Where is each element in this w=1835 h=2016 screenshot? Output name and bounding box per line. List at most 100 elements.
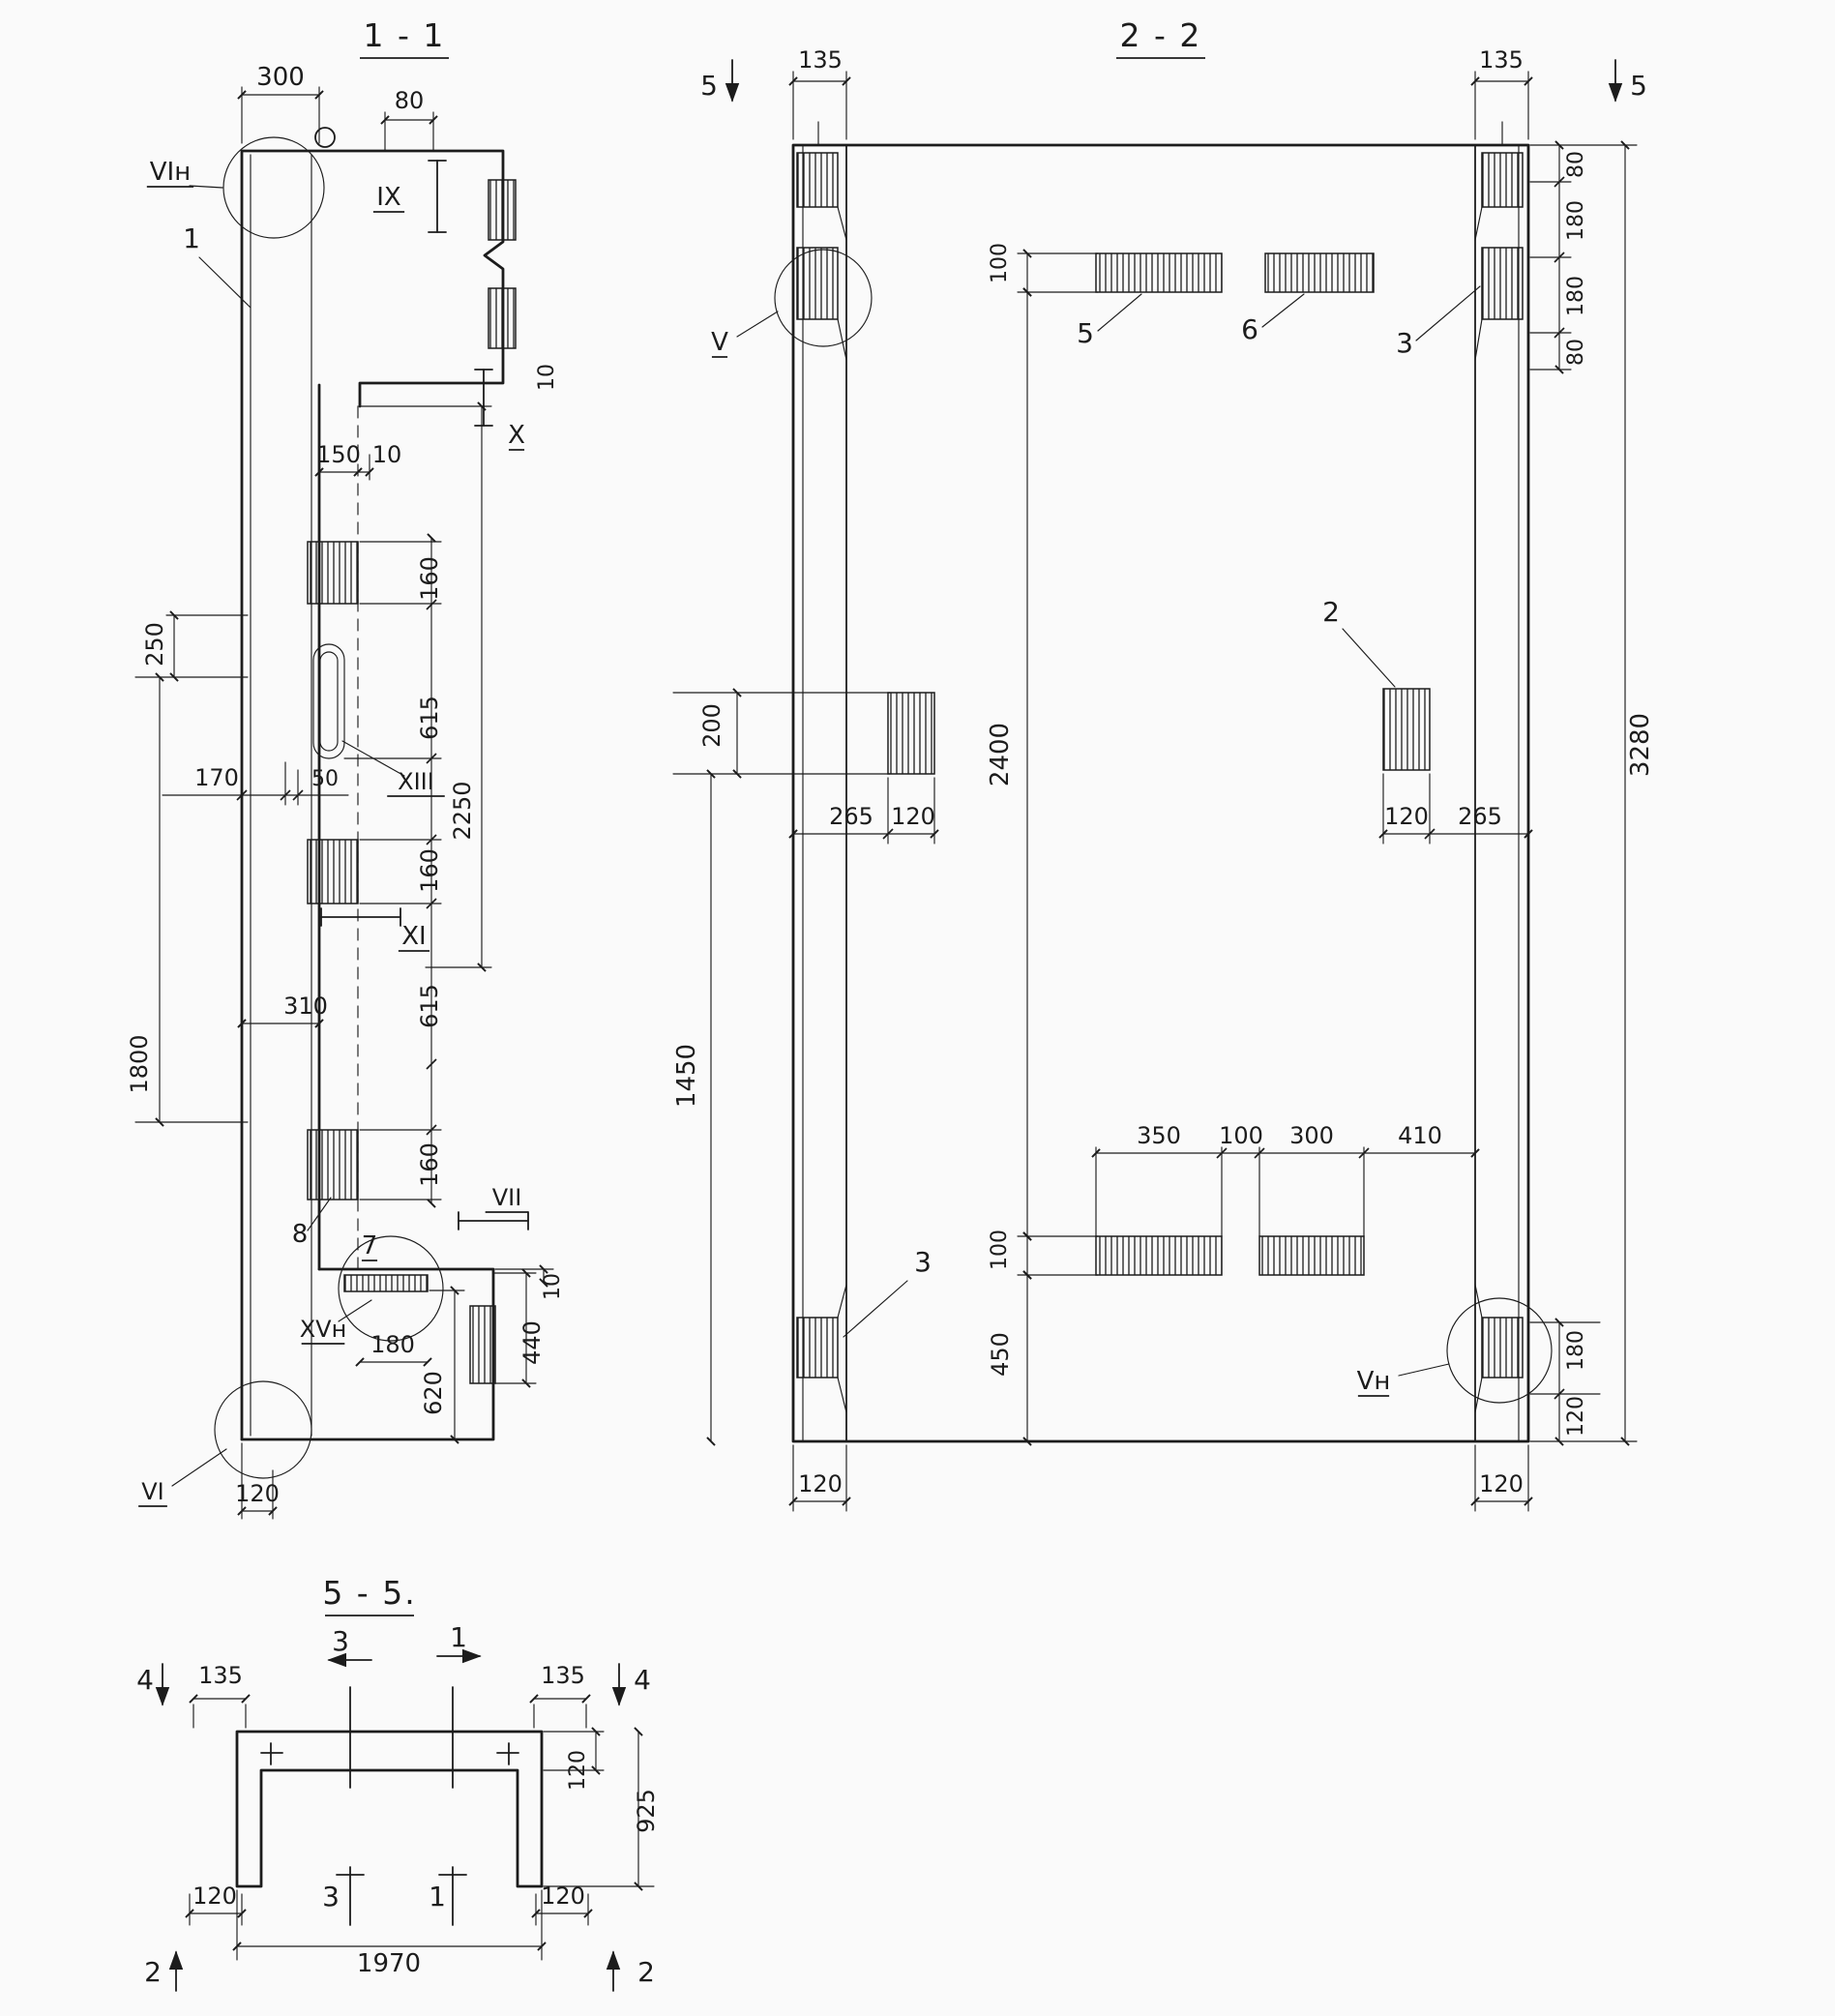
embedded-plate [307,1129,359,1201]
dim-120-mid-right: 120 [1384,803,1429,830]
dim-925: 925 [633,1789,660,1833]
dim-135-55-right: 135 [541,1662,585,1689]
extension-lines [189,1704,655,1961]
corner-anchor-marks [260,1742,519,1765]
dim-10-bottom: 10 [541,1273,565,1300]
detail-callout-circle [338,1235,444,1342]
dim-160-a: 160 [416,556,443,601]
dim-50: 50 [311,767,339,791]
part-2: 2 [1322,596,1340,628]
channel-outline [235,1730,544,1888]
section-5-5-view: 5 - 5. [155,1574,655,1992]
label-VI-n-top: VIн [150,158,191,187]
dim-120-mid-left: 120 [891,803,935,830]
dim-160-b: 160 [416,848,443,893]
embedded-plate [796,247,839,320]
label-XI: XI [401,922,426,951]
detail-callout-circle [774,249,873,347]
dim-120-rib: 120 [235,1480,280,1507]
dim-310: 310 [283,993,328,1020]
dim-615-a: 615 [416,696,443,740]
dim-440: 440 [518,1320,546,1365]
dim-180-flange: 180 [370,1331,415,1358]
label-X: X [508,421,525,450]
dim-3280: 3280 [1626,713,1655,777]
dim-135-55-left: 135 [198,1662,243,1689]
leader-lines [736,285,1481,1377]
marker-2-left: 2 [144,1956,162,1988]
embedded-plate [1382,688,1431,771]
dim-80-right-2: 80 [1564,339,1588,366]
dim-135-left: 135 [798,46,843,74]
dimension-lines [706,76,1630,1506]
section-trace-XI [320,907,401,927]
part-8: 8 [292,1220,309,1249]
marker-5-right: 5 [1630,70,1647,102]
section-cut-traces [336,1686,467,1926]
dim-615-b: 615 [416,984,443,1028]
dim-10-corbel: 10 [535,364,559,391]
embedded-plate [1095,252,1223,293]
label-VI-bottom: VI [141,1478,164,1505]
embedded-plate [1481,247,1524,320]
marker-3-top: 3 [332,1625,349,1657]
dimension-lines [185,1694,643,1951]
embedded-plate [1264,252,1375,293]
detail-callout-circle [214,1380,312,1479]
rib-taper-lines [837,206,1483,1413]
embedded-plate [488,287,517,349]
embedded-plate [796,152,839,208]
section-title-5-5: 5 - 5. [322,1574,416,1612]
embedded-plate [307,541,359,605]
dim-120-55-right: 120 [541,1883,585,1910]
section-title-2-2: 2 - 2 [1120,16,1202,54]
dim-350: 350 [1137,1122,1181,1149]
dim-265-right: 265 [1458,803,1502,830]
marker-1-top: 1 [450,1621,467,1653]
slot-opening [312,643,345,759]
panel-outline [791,143,1530,1443]
embedded-plate [343,1274,429,1292]
detail-callout-circle [222,136,325,239]
embedded-plate [1481,152,1524,208]
leader-lines [171,185,405,1487]
dim-410: 410 [1398,1122,1442,1149]
embedded-plate [307,839,359,904]
lifting-hook [314,127,336,148]
part-6: 6 [1241,313,1258,345]
dim-1800: 1800 [126,1034,153,1093]
embedded-plate [469,1305,496,1384]
marker-3-bottom: 3 [322,1881,340,1912]
dim-160-c: 160 [416,1142,443,1187]
label-XV-n: XVн [300,1316,347,1343]
embedded-plate [1258,1235,1365,1276]
dim-2250: 2250 [449,781,476,840]
label-V: V [711,328,728,357]
embedded-plate [1481,1317,1524,1379]
marker-1-bottom: 1 [429,1881,446,1912]
embedded-plate [887,692,935,775]
dim-265-left: 265 [829,803,873,830]
dim-300-bottom: 300 [1289,1122,1334,1149]
dim-100-top: 100 [988,243,1012,283]
dim-1970: 1970 [357,1949,421,1978]
dim-100-bottom: 100 [988,1230,1012,1270]
dim-2400: 2400 [986,723,1015,786]
embedded-plate [796,1317,839,1379]
section-trace-VII [458,1211,529,1230]
dim-120-bottom-right-side: 120 [1564,1396,1588,1437]
dim-180-right-2: 180 [1564,276,1588,316]
dim-135-right: 135 [1479,46,1524,74]
dimension-lines [155,90,548,1516]
marker-4-left: 4 [136,1664,154,1696]
dim-180-right-1: 180 [1564,200,1588,241]
slot-opening-inner [319,651,339,752]
dim-120-55-left: 120 [192,1883,237,1910]
marker-5-left: 5 [700,70,718,102]
part-3-top-right: 3 [1396,327,1413,359]
dim-120-bottom-left: 120 [798,1470,843,1497]
dimension-ticks [236,599,437,1136]
label-V-n: Vн [1357,1367,1391,1396]
